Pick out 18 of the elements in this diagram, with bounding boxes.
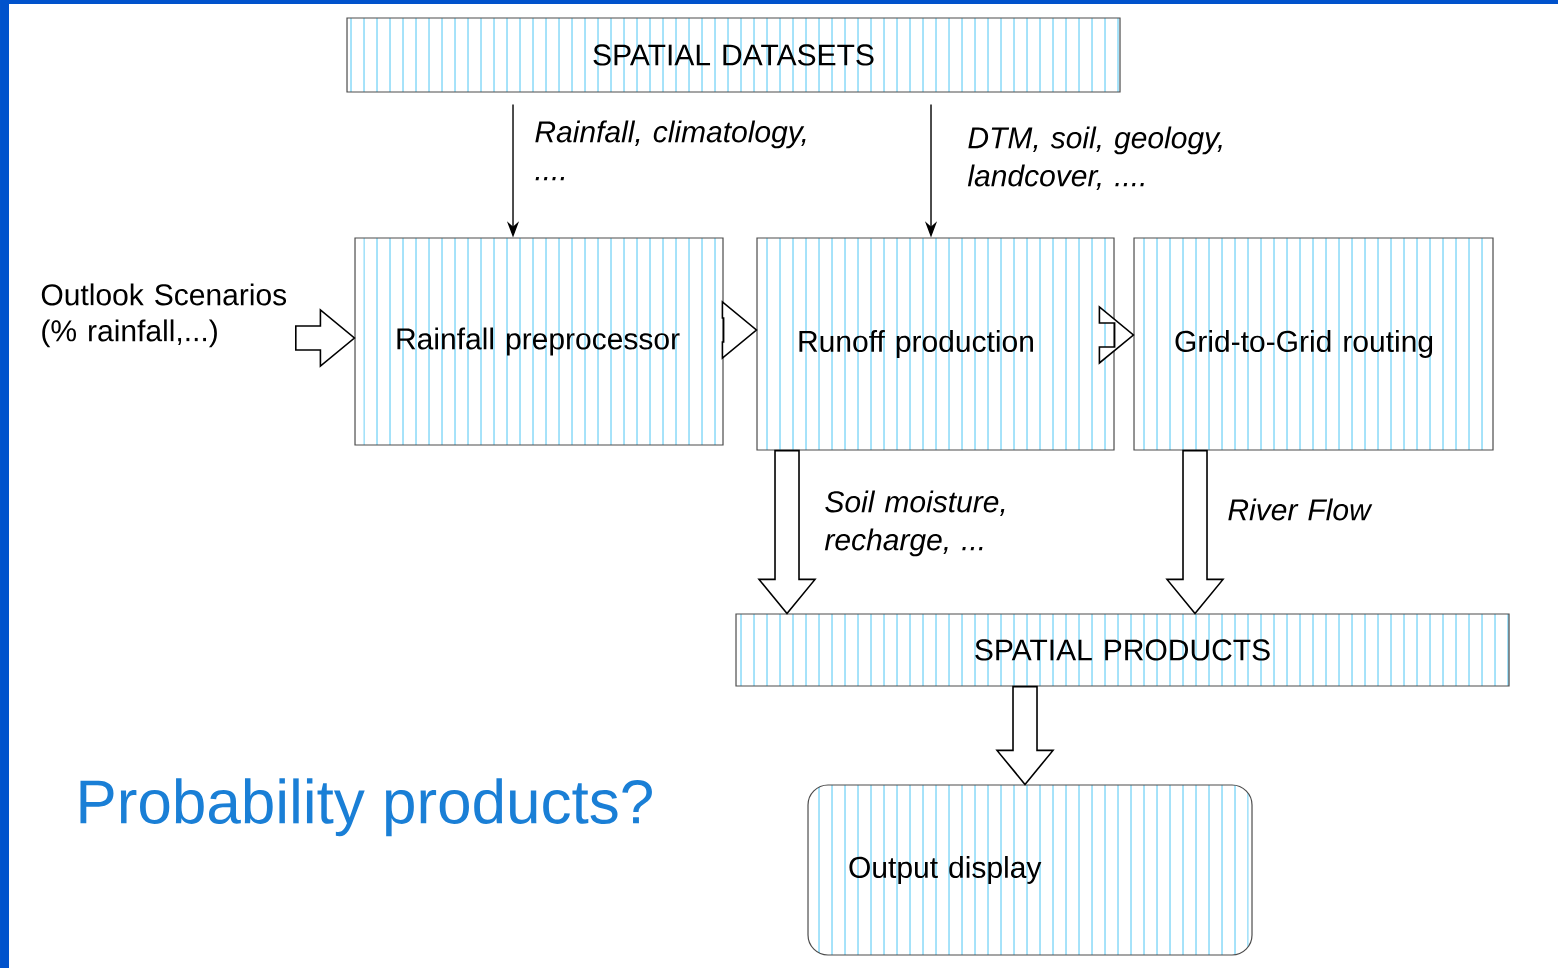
block-arrow (295, 308, 356, 368)
grid-box: Rainfall preprocessor (354, 237, 724, 446)
edge-label: DTM, soil, geology, landcover, .... (967, 126, 1222, 190)
grid-box: SPATIAL DATASETS (346, 17, 1121, 93)
input-text: Outlook Scenarios (% rainfall,...) (41, 283, 287, 348)
edge-label: River Flow (1228, 498, 1373, 521)
edge-label: Rainfall, climatology, .... (535, 120, 806, 181)
grid-box: Grid-to-Grid routing (1133, 237, 1494, 451)
block-arrow (1098, 305, 1135, 365)
edge-label: Soil moisture, recharge, ... (824, 490, 1005, 557)
question-text: Probability products? (80, 778, 652, 837)
block-arrow (757, 449, 817, 615)
grid-box: Runoff production (756, 237, 1115, 451)
rounded-box: Output display (807, 784, 1253, 956)
block-arrow (995, 685, 1055, 786)
block-arrow (721, 300, 758, 360)
grid-box: SPATIAL PRODUCTS (735, 613, 1510, 687)
block-arrow (1165, 449, 1225, 615)
